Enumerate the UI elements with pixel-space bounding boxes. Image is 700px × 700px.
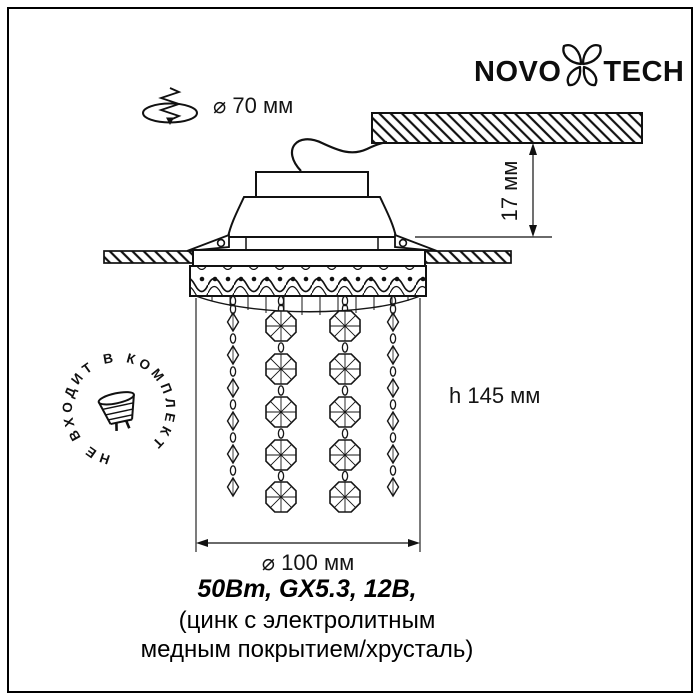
not-included-badge: НЕ ВХОДИТ В КОМПЛЕКТ xyxy=(54,344,184,474)
novotech-clover-icon xyxy=(562,43,603,87)
power-wire xyxy=(290,138,388,172)
spec-line-3: медным покрытием/хрусталь) xyxy=(140,636,474,663)
brand-name-right: TECH xyxy=(603,56,685,88)
spec-line-1: 50Вт, GX5.3, 12В, xyxy=(197,575,417,603)
ceiling-section-top xyxy=(371,112,643,144)
pendant-height-label: h 145 мм xyxy=(449,383,541,408)
spring-clips xyxy=(186,233,438,252)
badge-circular-text: НЕ ВХОДИТ В КОМПЛЕКТ xyxy=(60,350,175,468)
spec-line-2: (цинк с электролитным xyxy=(178,607,436,634)
recess-depth-dimension-lines xyxy=(415,143,552,238)
border-frame xyxy=(7,7,693,693)
diameter-dimension-lines xyxy=(195,298,421,552)
lamp-housing xyxy=(226,171,398,250)
body-diameter-label: ⌀ 100 мм xyxy=(261,550,355,575)
badge-circular-text-holder: НЕ ВХОДИТ В КОМПЛЕКТ xyxy=(60,350,179,468)
ornament-band xyxy=(189,265,427,297)
cutout-diameter-label: ⌀ 70 мм xyxy=(213,93,294,118)
drill-hole-icon xyxy=(142,87,198,125)
brand-name-left: NOVO xyxy=(474,56,562,88)
crystal-strands xyxy=(228,296,399,512)
trim-plate xyxy=(192,249,426,267)
bobeche-funnel xyxy=(195,295,421,315)
mr16-lamp-icon xyxy=(97,391,135,431)
brand-logo: NOVO TECH xyxy=(474,40,684,87)
recess-depth-label: 17 мм xyxy=(497,160,522,222)
